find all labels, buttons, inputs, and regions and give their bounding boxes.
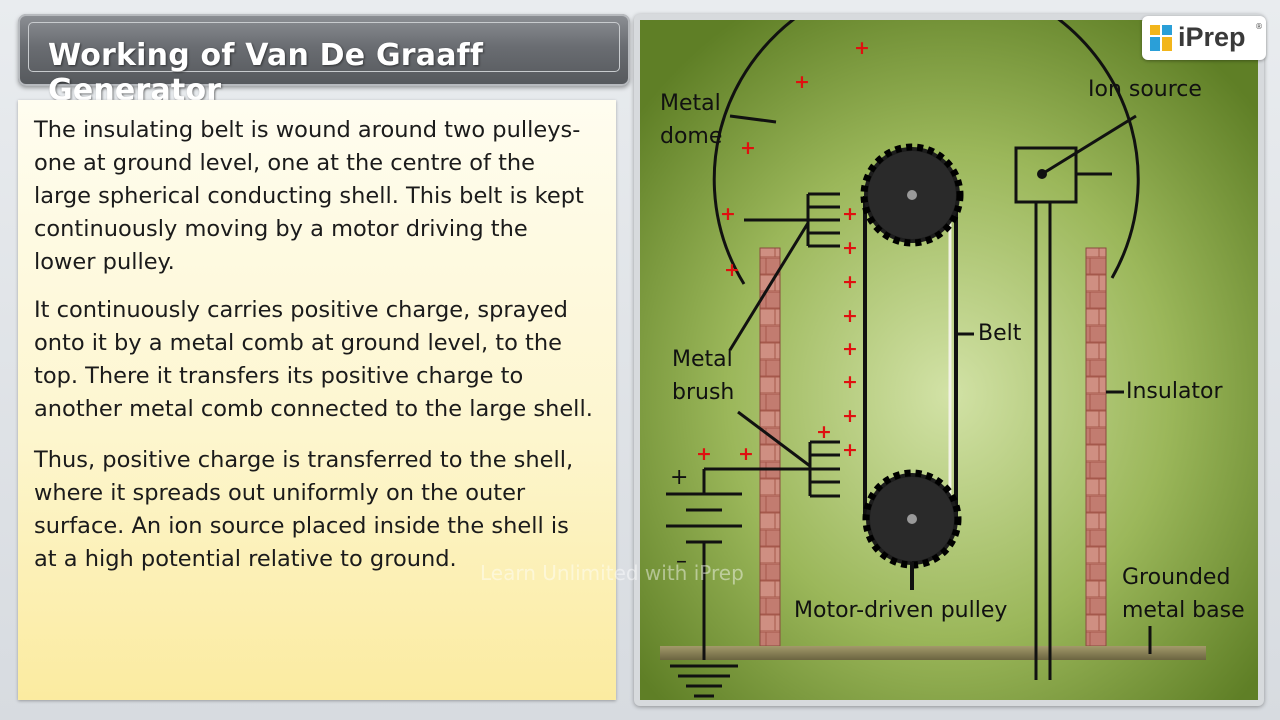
ion-source-box bbox=[1014, 146, 1078, 204]
text-line: at a high potential relative to ground. bbox=[34, 546, 457, 572]
charge-plus: + bbox=[842, 338, 858, 360]
charge-plus: + bbox=[724, 259, 740, 281]
text-panel: The insulating belt is wound around two … bbox=[18, 100, 616, 700]
metal-brush-leader-lower bbox=[737, 410, 811, 468]
registered-mark: ® bbox=[1255, 22, 1263, 31]
charge-plus: + bbox=[842, 439, 858, 461]
insulator-column-left bbox=[759, 247, 781, 647]
text-line: continuously moving by a motor driving t… bbox=[34, 216, 528, 242]
charge-plus: + bbox=[842, 237, 858, 259]
charge-plus: + bbox=[696, 443, 712, 465]
metal-brush-leader-upper bbox=[728, 222, 810, 351]
metal-dome-leader bbox=[729, 114, 777, 124]
paragraph-shell-charge: Thus, positive charge is transferred to … bbox=[34, 444, 614, 576]
text-line: lower pulley. bbox=[34, 249, 175, 275]
diagram-panel: + – + + + + + + + + + + + + + + + + Meta… bbox=[634, 14, 1264, 706]
text-line: large spherical conducting shell. This b… bbox=[34, 183, 584, 209]
lower-metal-comb bbox=[704, 440, 840, 498]
text-line: It continuously carries positive charge,… bbox=[34, 297, 568, 323]
text-line: The insulating belt is wound around two … bbox=[34, 117, 581, 143]
page-title: Working of Van De Graaff Generator bbox=[48, 38, 484, 108]
charge-plus: + bbox=[842, 305, 858, 327]
battery-minus-sign: – bbox=[676, 549, 687, 574]
paragraph-belt-description: The insulating belt is wound around two … bbox=[34, 114, 614, 279]
paragraph-charge-transport: It continuously carries positive charge,… bbox=[34, 294, 614, 426]
grounded-base-label-line-1: Grounded bbox=[1122, 565, 1230, 590]
text-line: Thus, positive charge is transferred to … bbox=[34, 447, 574, 473]
charge-plus: + bbox=[854, 37, 870, 59]
charge-plus: + bbox=[794, 71, 810, 93]
charge-plus: + bbox=[740, 137, 756, 159]
battery-circuit bbox=[666, 469, 742, 698]
grounded-metal-base bbox=[660, 646, 1206, 660]
title-bar: Working of Van De Graaff Generator bbox=[18, 14, 630, 108]
van-de-graaff-diagram: + – + + + + + + + + + + + + + + + + Meta… bbox=[640, 20, 1258, 700]
lower-pulley-axle bbox=[907, 514, 917, 524]
iprep-logo: iPrep ® bbox=[1142, 16, 1266, 60]
text-line: onto it by a metal comb at ground level,… bbox=[34, 330, 562, 356]
title-bar-inner-border bbox=[28, 22, 620, 72]
charge-plus: + bbox=[842, 405, 858, 427]
upper-metal-comb bbox=[744, 192, 840, 248]
watermark: Learn Unlimited with iPrep bbox=[480, 561, 744, 585]
ion-source-leader bbox=[1041, 114, 1137, 176]
ion-source-label: Ion source bbox=[1088, 77, 1202, 102]
insulator-column-right bbox=[1085, 247, 1107, 647]
upper-pulley-axle bbox=[907, 190, 917, 200]
grounded-base-label-line-2: metal base bbox=[1122, 598, 1245, 623]
text-line: one at ground level, one at the centre o… bbox=[34, 150, 536, 176]
charge-plus: + bbox=[842, 371, 858, 393]
charge-plus: + bbox=[738, 443, 754, 465]
charge-plus: + bbox=[842, 271, 858, 293]
metal-dome bbox=[712, 20, 1140, 285]
metal-brush-label-line-2: brush bbox=[672, 380, 734, 405]
motor-pulley-label: Motor-driven pulley bbox=[794, 598, 1007, 623]
text-line: top. There it transfers its positive cha… bbox=[34, 363, 524, 389]
charge-plus: + bbox=[816, 421, 832, 443]
text-line: another metal comb connected to the larg… bbox=[34, 396, 593, 422]
iprep-logo-text: iPrep bbox=[1178, 22, 1246, 52]
battery-plus-sign: + bbox=[670, 465, 688, 490]
charge-symbols: + + + + + + + + + + + + + + + + bbox=[696, 37, 870, 465]
charge-plus: + bbox=[720, 203, 736, 225]
metal-dome-label-line-2: dome bbox=[660, 124, 722, 149]
iprep-logo-mark-icon bbox=[1150, 25, 1172, 51]
text-line: where it spreads out uniformly on the ou… bbox=[34, 480, 526, 506]
metal-brush-label-line-1: Metal bbox=[672, 347, 733, 372]
insulator-label: Insulator bbox=[1126, 379, 1224, 404]
charge-plus: + bbox=[842, 203, 858, 225]
text-line: surface. An ion source placed inside the… bbox=[34, 513, 569, 539]
metal-dome-label-line-1: Metal bbox=[660, 91, 721, 116]
belt-label: Belt bbox=[978, 321, 1022, 346]
